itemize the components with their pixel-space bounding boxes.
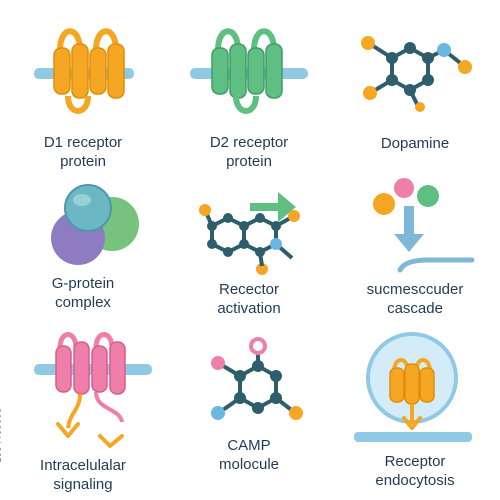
- receptor-endocytosis-icon: [354, 332, 472, 442]
- receptor-protein-icon: [34, 28, 134, 114]
- camp-molecule-icon: [211, 337, 303, 420]
- receptor-activation-icon: [199, 192, 300, 275]
- cascade-icon: [373, 178, 475, 273]
- tile-dopamine: Dopamine: [332, 0, 498, 166]
- stock-id-label: 1554409093: [0, 407, 3, 463]
- tile-caption: Dopamine: [380, 135, 450, 152]
- intracellular-signaling-icon: [34, 332, 152, 448]
- receptor-protein-icon: [190, 28, 308, 114]
- g-protein-complex-icon: [51, 184, 139, 265]
- dopamine-molecule-icon: [361, 36, 472, 112]
